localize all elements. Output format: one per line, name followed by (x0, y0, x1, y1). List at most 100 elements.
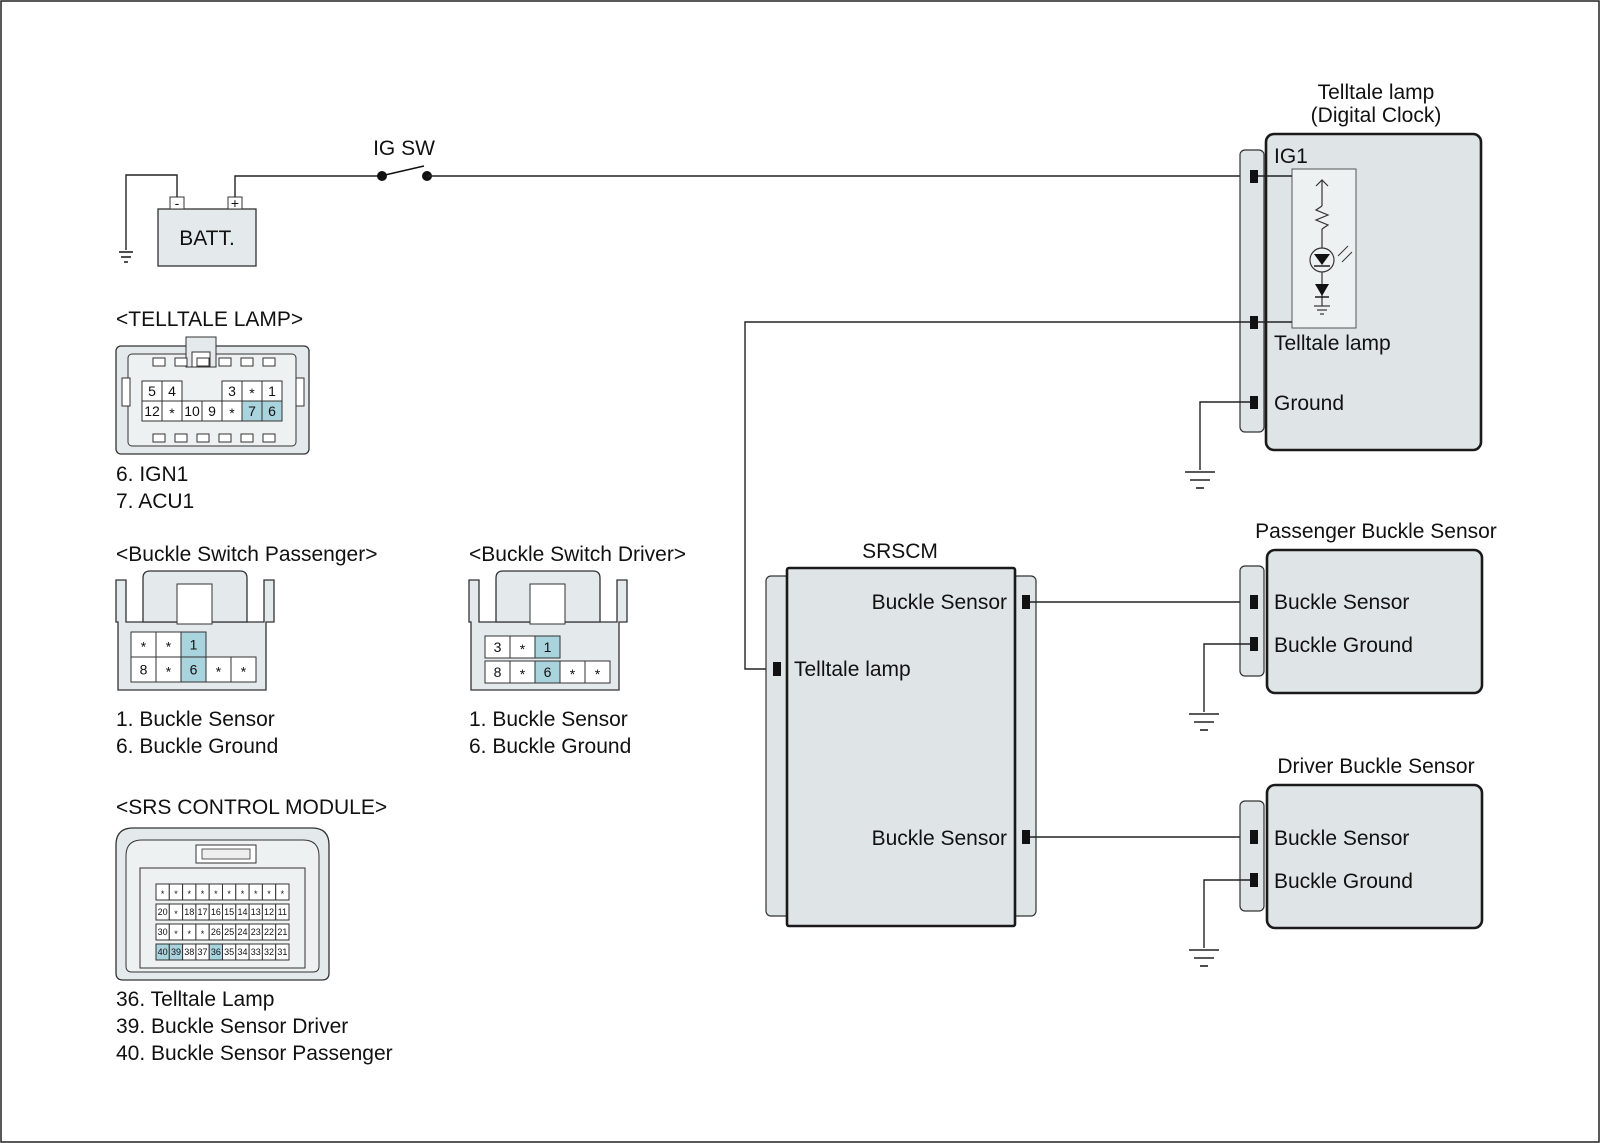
passenger-sensor-ground-wire (1203, 643, 1250, 712)
buckle-driver-legend-1: 1. Buckle Sensor (469, 708, 628, 731)
passenger-sensor-ground-symbol (1189, 713, 1219, 731)
connector-pin-label: 35 (224, 947, 234, 957)
connector-pin-cell (275, 883, 290, 901)
connector-pin-label: * (281, 889, 285, 899)
battery-minus-label: - (175, 195, 180, 211)
connector-pin-label: * (214, 889, 218, 899)
connector-pin-label: * (166, 639, 172, 655)
buckle-driver-connector-title: <Buckle Switch Driver> (469, 543, 686, 566)
srs-module-connector-title: <SRS CONTROL MODULE> (116, 796, 387, 819)
connector-pin-label: 24 (237, 927, 247, 937)
passenger-sensor-pin-sensor (1250, 595, 1258, 609)
connector-pin-label: * (520, 641, 526, 657)
telltale-unit-pin-ground (1250, 396, 1258, 409)
connector-pin-label: 7 (248, 403, 256, 419)
connector-pin-label: 6 (190, 662, 198, 678)
telltale-unit-pin-label-telltale: Telltale lamp (1274, 332, 1391, 355)
connector-pin-label: * (249, 385, 255, 401)
telltale-unit-connector-strip (1239, 149, 1265, 433)
connector-pin-label: 4 (168, 383, 176, 399)
connector-pin-label: 1 (190, 637, 198, 653)
connector-pin-label: 37 (198, 947, 208, 957)
connector-pin-label: * (201, 929, 205, 939)
telltale-connector-legend-1: 6. IGN1 (116, 463, 188, 486)
connector-pin-cell (261, 400, 283, 422)
connector-pin-label: 16 (211, 907, 221, 917)
connector-pin-label: 22 (264, 927, 274, 937)
connector-pin-cell (275, 903, 290, 921)
connector-pin-label: * (141, 639, 147, 655)
telltale-connector-title: <TELLTALE LAMP> (116, 308, 303, 331)
connector-pin-label: 38 (184, 947, 194, 957)
telltale-unit-title-2: (Digital Clock) (1311, 104, 1442, 127)
ig-switch-symbol (377, 165, 432, 181)
connector-pin-label: 3 (494, 639, 502, 655)
connector-pin-label: * (520, 666, 526, 682)
telltale-unit-pin-ig1 (1250, 170, 1258, 183)
connector-pin-label: 3 (228, 383, 236, 399)
connector-pin-cell (155, 631, 182, 658)
connector-pin-label: * (595, 666, 601, 682)
connector-pin-cell (275, 943, 290, 961)
battery-ground-symbol (119, 251, 133, 263)
connector-pin-label: 30 (158, 927, 168, 937)
connector-pin-cell (155, 656, 182, 683)
connector-pin-label: * (201, 889, 205, 899)
passenger-sensor-strip (1239, 565, 1265, 677)
connector-pin-label: 18 (184, 907, 194, 917)
driver-sensor-pin-sensor (1250, 830, 1258, 844)
connector-pin-label: 5 (148, 383, 156, 399)
connector-pin-label: 6 (268, 403, 276, 419)
connector-pin-label: * (169, 405, 175, 421)
driver-sensor-strip (1239, 800, 1265, 912)
driver-sensor-ground-symbol (1189, 949, 1219, 967)
connector-pin-label: * (254, 889, 258, 899)
passenger-sensor-pin-ground (1250, 637, 1258, 651)
passenger-sensor-label-ground: Buckle Ground (1274, 634, 1413, 657)
connector-pin-label: 11 (278, 907, 287, 917)
connector-pin-label: 25 (224, 927, 234, 937)
passenger-sensor-title: Passenger Buckle Sensor (1255, 520, 1497, 543)
connector-pin-label: 31 (277, 947, 287, 957)
connector-pin-label: * (216, 664, 222, 680)
driver-sensor-ground-wire (1203, 879, 1250, 948)
telltale-unit-pin-telltale (1250, 316, 1258, 329)
connector-pin-label: * (174, 889, 178, 899)
telltale-unit-pin-label-ground: Ground (1274, 392, 1344, 415)
connector-pin-label: * (229, 405, 235, 421)
battery-plus-label: + (231, 195, 239, 211)
connector-pin-label: 10 (184, 403, 200, 419)
srscm-label-telltale: Telltale lamp (794, 658, 911, 681)
connector-pin-cell (130, 656, 157, 683)
connector-pin-label: * (570, 666, 576, 682)
connector-pin-cell (584, 660, 611, 684)
connector-pin-cell (180, 656, 207, 683)
passenger-sensor-box (1265, 548, 1484, 695)
telltale-connector-legend-2: 7. ACU1 (116, 490, 194, 513)
buckle-passenger-legend-1: 1. Buckle Sensor (116, 708, 275, 731)
buckle-passenger-connector-pins: **18*6** (130, 631, 257, 683)
connector-pin-label: 1 (544, 639, 552, 655)
driver-sensor-pin-ground (1250, 873, 1258, 887)
connector-pin-label: * (241, 889, 245, 899)
connector-pin-label: * (187, 929, 191, 939)
connector-pin-label: 36 (211, 947, 221, 957)
connector-pin-label: 33 (251, 947, 261, 957)
connector-pin-label: * (267, 889, 271, 899)
battery: - + BATT. (157, 195, 257, 267)
srscm-title: SRSCM (862, 540, 938, 563)
srs-module-legend-3: 40. Buckle Sensor Passenger (116, 1042, 393, 1065)
srscm-pin-telltale (773, 662, 781, 676)
srscm-pin-buckle-top (1022, 595, 1030, 609)
connector-pin-label: 40 (158, 947, 168, 957)
passenger-sensor-label-sensor: Buckle Sensor (1274, 591, 1409, 614)
telltale-unit-ground-wire (1199, 401, 1250, 470)
connector-pin-label: 12 (144, 403, 160, 419)
connector-pin-label: 13 (251, 907, 261, 917)
connector-pin-label: 9 (208, 403, 216, 419)
connector-pin-label: 17 (198, 907, 208, 917)
connector-pin-cell (534, 635, 561, 659)
connector-pin-label: 20 (158, 907, 168, 917)
battery-plus-wire (234, 175, 382, 197)
connector-pin-label: 34 (237, 947, 247, 957)
